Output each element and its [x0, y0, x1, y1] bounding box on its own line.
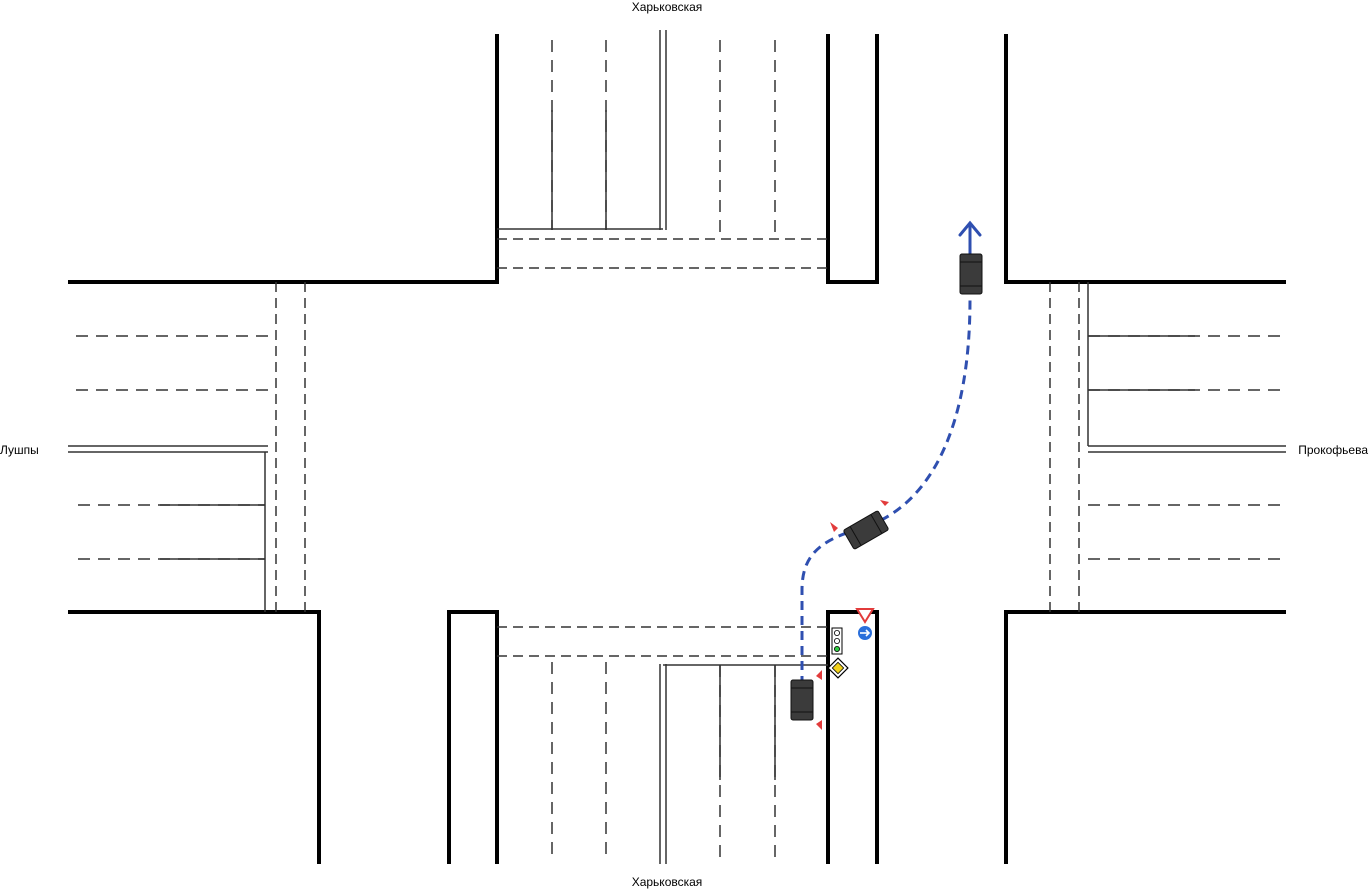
- car-start: [790, 670, 822, 730]
- street-label-top: Харьковская: [632, 0, 703, 14]
- curb-top-median: [826, 34, 879, 284]
- turn-right-only-sign-icon: [858, 626, 872, 640]
- curb-bottom-right: [1004, 610, 1286, 864]
- curb-bottom-median-left: [447, 610, 499, 864]
- main-road-sign-icon: [827, 657, 849, 679]
- street-label-right: Прокофьева: [1298, 443, 1368, 457]
- curb-bottom-median-right: [826, 610, 879, 864]
- car-mid-turn: [843, 510, 889, 550]
- traffic-light-icon: [831, 627, 843, 655]
- lane-markings: [68, 30, 1286, 864]
- street-label-left: Лушпы: [0, 443, 39, 457]
- turn-signal-icon: [816, 670, 822, 680]
- curb-top-right: [1004, 34, 1286, 284]
- yield-sign-icon: [855, 608, 875, 624]
- turn-signal-icon: [830, 522, 838, 532]
- turn-signal-icon: [816, 720, 822, 730]
- street-label-bottom: Харьковская: [632, 875, 703, 889]
- curbs: [68, 34, 1286, 864]
- vehicle-path: [800, 299, 972, 685]
- path-arrow-icon: [958, 220, 982, 257]
- curb-bottom-left: [68, 610, 321, 864]
- car-end: [959, 253, 983, 295]
- curb-top-left: [68, 34, 499, 284]
- turn-signal-icon: [880, 500, 889, 506]
